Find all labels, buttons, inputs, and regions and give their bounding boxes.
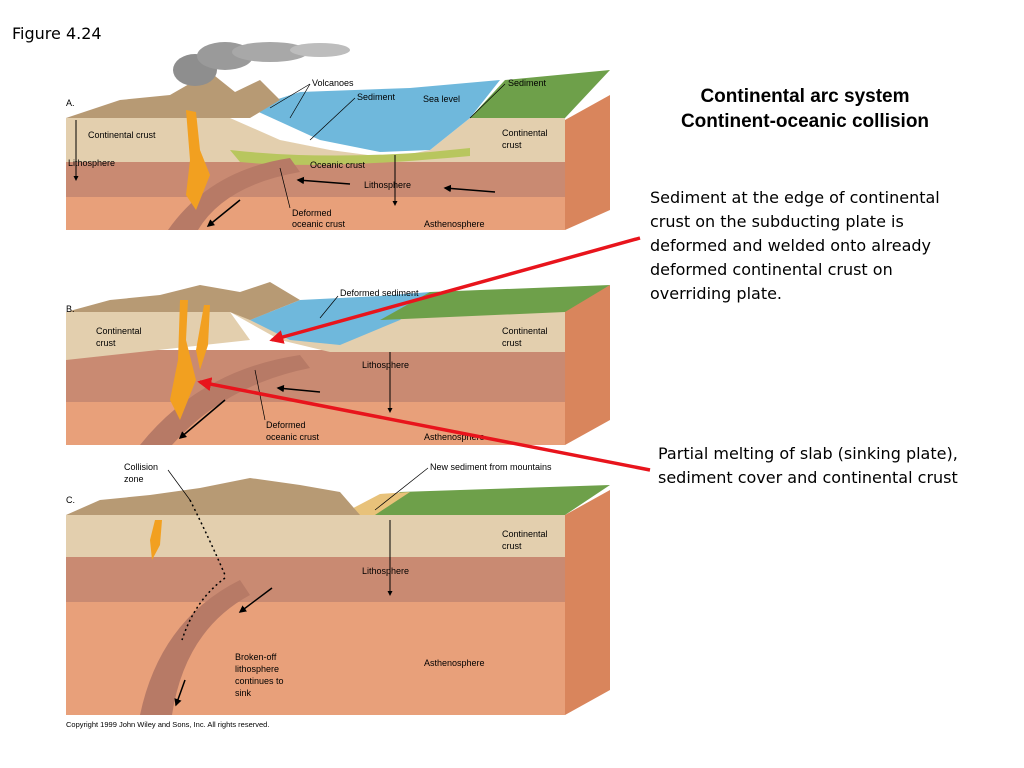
melting-pointer-arrow	[197, 377, 651, 472]
panel-c-magma	[150, 520, 162, 560]
panel-b-letter: B.	[66, 304, 75, 314]
label-deformed-b-1: Deformed	[266, 420, 306, 430]
label-deformed-a-1: Deformed	[292, 208, 332, 218]
label-deformed-a-2: oceanic crust	[292, 219, 346, 229]
panel-a-land	[470, 70, 610, 118]
figure-label: Figure 4.24	[12, 24, 102, 43]
label-deformed-b-2: oceanic crust	[266, 432, 320, 442]
panel-a-letter: A.	[66, 98, 75, 108]
panel-b-side-face	[565, 285, 610, 445]
sediment-note: Sediment at the edge of continental crus…	[650, 188, 940, 303]
label-deformed-sediment: Deformed sediment	[340, 288, 419, 298]
title-line-2: Continent-oceanic collision	[680, 111, 930, 132]
label-broken-3: continues to	[235, 676, 284, 686]
label-collision-1: Collision	[124, 462, 158, 472]
panel-b: B. Deformed sediment Continental crust C…	[66, 282, 610, 445]
sediment-pointer-arrow	[269, 236, 641, 344]
label-collision-2: zone	[124, 474, 144, 484]
label-continental-right-a-2: crust	[502, 140, 522, 150]
label-continental-crust-left: Continental crust	[88, 130, 156, 140]
panel-a-side-face	[565, 95, 610, 230]
panel-a-magma	[186, 110, 210, 210]
label-continental-right-b-2: crust	[502, 338, 522, 348]
label-asthenosphere-c: Asthenosphere	[424, 658, 485, 668]
panel-b-lithosphere	[66, 350, 565, 402]
panel-a-mountains	[66, 72, 280, 118]
ash-cloud	[173, 42, 350, 86]
panel-a-slab	[168, 158, 300, 230]
panel-c-continental-crust	[66, 515, 565, 557]
copyright: Copyright 1999 John Wiley and Sons, Inc.…	[66, 720, 270, 729]
panel-c: C. Collision zone New sediment from moun…	[66, 462, 610, 715]
label-continental-right-b-1: Continental	[502, 326, 548, 336]
label-broken-1: Broken-off	[235, 652, 277, 662]
label-asthenosphere-b: Asthenosphere	[424, 432, 485, 442]
label-broken-4: sink	[235, 688, 252, 698]
label-continental-right-c-2: crust	[502, 541, 522, 551]
label-broken-2: lithosphere	[235, 664, 279, 674]
panel-c-slab	[140, 580, 250, 715]
label-sea-level: Sea level	[423, 94, 460, 104]
title-line-1: Continental arc system	[700, 86, 910, 107]
label-lithosphere-c: Lithosphere	[362, 566, 409, 576]
panel-c-side-face	[565, 490, 610, 715]
label-continental-right-a-1: Continental	[502, 128, 548, 138]
panel-c-asthenosphere	[66, 600, 565, 715]
panel-a-asthenosphere	[66, 195, 565, 230]
label-lithosphere-center-a: Lithosphere	[364, 180, 411, 190]
label-asthenosphere-a: Asthenosphere	[424, 219, 485, 229]
page-title: Continental arc system Continent-oceanic…	[640, 84, 970, 134]
label-continental-left-b-1: Continental	[96, 326, 142, 336]
panel-c-letter: C.	[66, 495, 75, 505]
melting-note: Partial melting of slab (sinking plate),…	[658, 444, 958, 487]
panel-a: A. Volcanoes Sediment Sea level Sediment…	[66, 42, 610, 230]
label-sediment-right: Sediment	[508, 78, 547, 88]
panel-c-land	[360, 485, 610, 515]
panel-c-mountains	[66, 478, 360, 515]
panel-a-ocean	[250, 80, 500, 152]
label-lithosphere-b: Lithosphere	[362, 360, 409, 370]
panel-c-new-sediment	[340, 492, 410, 515]
panel-b-ocean	[250, 292, 430, 345]
label-volcanoes: Volcanoes	[312, 78, 354, 88]
label-sediment-left: Sediment	[357, 92, 396, 102]
panel-c-lithosphere	[66, 555, 565, 602]
label-continental-right-c-1: Continental	[502, 529, 548, 539]
label-lithosphere-left: Lithosphere	[68, 158, 115, 168]
label-oceanic-crust: Oceanic crust	[310, 160, 366, 170]
label-new-sediment: New sediment from mountains	[430, 462, 552, 472]
panel-b-magma	[170, 300, 196, 420]
label-continental-left-b-2: crust	[96, 338, 116, 348]
